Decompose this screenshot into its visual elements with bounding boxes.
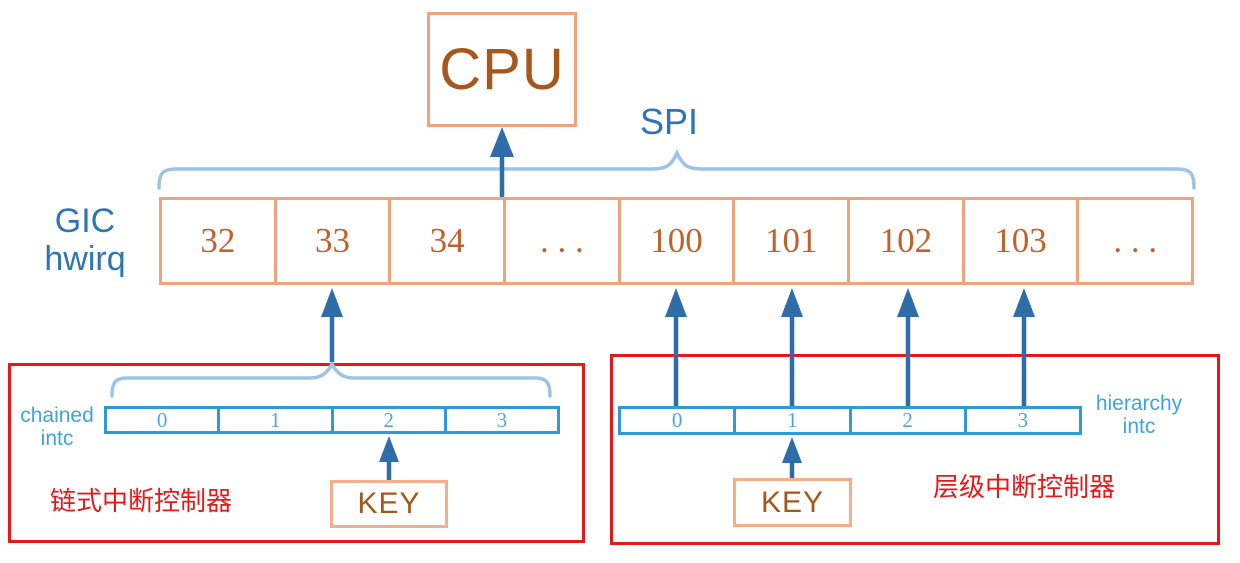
hwirq-cell-ellipsis-2: . . . [1076, 200, 1191, 282]
hierarchy-cell-0: 0 [671, 408, 683, 432]
chained-cell-2: 2 [330, 408, 444, 432]
hierarchy-cell-3: 3 [963, 408, 1079, 432]
hwirq-cell-32: 32 [200, 221, 236, 260]
chained-key-label: KEY [357, 487, 421, 520]
hierarchy-cell-1: 1 [733, 408, 848, 432]
arrow-row-to-cpu [490, 127, 514, 197]
chained-intc-label: chained intc [20, 404, 94, 450]
spi-brace [157, 148, 1196, 190]
chained-cell-0: 0 [156, 407, 168, 432]
hwirq-cell-34: 34 [388, 200, 503, 282]
hwirq-cell-100: 100 [617, 200, 733, 282]
hierarchy-key-label: KEY [760, 485, 825, 519]
hwirq-cell-ellipsis-1: . . . [503, 200, 618, 282]
chained-cell-1: 1 [217, 408, 330, 432]
hierarchy-cell-2: 2 [848, 408, 964, 432]
chained-cell-3: 3 [443, 408, 557, 432]
gic-hwirq-label: GIC hwirq [44, 202, 126, 278]
chained-key-box: KEY [330, 480, 448, 528]
gic-hwirq-row: 32 33 34 . . . 100 101 102 103 . . . [159, 197, 1194, 285]
hierarchy-intc-row: 0 1 2 3 [618, 406, 1082, 435]
hwirq-cell-101: 101 [732, 200, 847, 282]
hwirq-cell-102: 102 [847, 200, 962, 282]
hierarchy-caption: 层级中断控制器 [933, 472, 1116, 502]
spi-label: SPI [640, 101, 699, 142]
cpu-label: CPU [439, 37, 565, 102]
chained-caption: 链式中断控制器 [50, 486, 233, 516]
hierarchy-intc-label: hierarchy intc [1095, 392, 1183, 438]
hierarchy-key-box: KEY [733, 478, 852, 527]
cpu-box: CPU [427, 12, 577, 127]
chained-intc-row: 0 1 2 3 [104, 406, 560, 434]
hwirq-cell-103: 103 [961, 200, 1077, 282]
arrow-chained-to-33 [321, 288, 343, 362]
hierarchy-group-box [610, 354, 1220, 545]
hwirq-cell-33: 33 [273, 200, 389, 282]
